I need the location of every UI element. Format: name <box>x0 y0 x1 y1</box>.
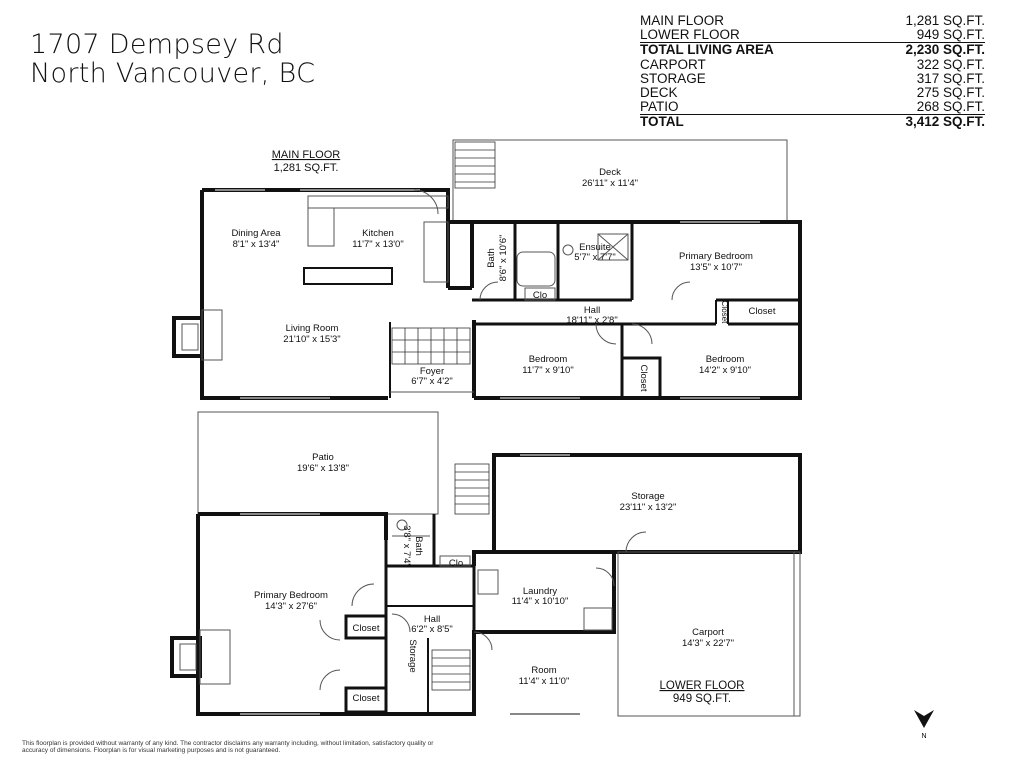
lower-closet-b-label: Closet <box>353 693 380 704</box>
property-address: 1707 Dempsey Rd North Vancouver, BC <box>30 30 315 88</box>
area-value: 2,230 SQ.FT. <box>905 42 985 58</box>
north-arrow-icon <box>914 710 934 728</box>
bedroom-2-label: Bedroom <box>706 354 745 365</box>
area-value: 268 SQ.FT. <box>856 100 985 116</box>
deck-label: Deck <box>599 167 621 178</box>
main-closet-c-label: Closet <box>638 365 649 392</box>
disclaimer: This floorplan is provided without warra… <box>22 740 434 755</box>
room-dims: 11'4" x 11'0" <box>519 676 570 687</box>
lower-hall-label: Hall <box>424 614 440 625</box>
lower-primary-bedroom-dims: 14'3" x 27'6" <box>265 601 317 612</box>
area-label: CARPORT <box>640 56 706 72</box>
area-row: TOTAL 3,412 SQ.FT. <box>640 115 985 130</box>
bedroom-2-dims: 14'2" x 9'10" <box>699 365 751 376</box>
room-label: Room <box>531 665 556 676</box>
area-label: TOTAL LIVING AREA <box>640 42 774 58</box>
dining-dims: 8'1" x 13'4" <box>233 239 280 250</box>
main-stairs <box>391 327 471 365</box>
foyer-label: Foyer <box>420 366 444 377</box>
area-row: MAIN FLOOR 1,281 SQ.FT. <box>640 13 985 28</box>
lower-storage-small-label: Storage <box>407 639 418 672</box>
bedroom-1-dims: 11'7" x 9'10" <box>522 365 573 376</box>
lower-closet-a-label: Closet <box>353 623 380 634</box>
north-label: N <box>921 733 926 740</box>
living-room-label: Living Room <box>286 323 339 334</box>
bedroom-1-label: Bedroom <box>529 354 568 365</box>
area-row: TOTAL LIVING AREA 2,230 SQ.FT. <box>640 43 985 58</box>
storage-dims: 23'11" x 13'2" <box>620 502 677 513</box>
storage-label: Storage <box>631 491 664 502</box>
main-floor-area: 1,281 SQ.FT. <box>274 162 339 174</box>
lower-hall-dims: 6'2" x 8'5" <box>411 624 453 635</box>
main-primary-bedroom-dims: 13'5" x 10'7" <box>690 262 742 273</box>
main-bath-label: Bath <box>486 248 497 268</box>
area-label: LOWER FLOOR <box>640 28 857 44</box>
main-hall-dims: 18'11" x 2'8" <box>566 315 617 326</box>
dining-label: Dining Area <box>231 228 281 239</box>
lower-floor-title: LOWER FLOOR <box>660 680 745 692</box>
area-value: 275 SQ.FT. <box>916 85 985 101</box>
area-value: 317 SQ.FT. <box>916 70 985 86</box>
lower-stairs-hall <box>431 649 471 691</box>
carport-label: Carport <box>692 627 724 638</box>
deck-dims: 26'11" x 11'4" <box>582 178 638 189</box>
area-value: 3,412 SQ.FT. <box>905 114 985 130</box>
area-label: MAIN FLOOR <box>640 13 725 28</box>
laundry-label: Laundry <box>523 586 558 597</box>
patio-label: Patio <box>312 452 334 463</box>
north-arrow: N <box>914 710 934 740</box>
main-closet-b-label: Closet <box>749 306 776 317</box>
main-clo-label: Clo <box>533 290 547 301</box>
main-hall-label: Hall <box>584 305 600 316</box>
foyer-dims: 6'7" x 4'2" <box>411 376 453 387</box>
area-value: 949 SQ.FT. <box>856 28 985 44</box>
main-floor-title: MAIN FLOOR <box>272 149 341 161</box>
ensuite-dims: 5'7" x 7'7" <box>574 252 616 263</box>
kitchen-dims: 11'7" x 13'0" <box>352 239 403 250</box>
area-row: CARPORT 322 SQ.FT. <box>640 56 985 72</box>
patio-dims: 19'6" x 13'8" <box>297 463 349 474</box>
living-room-dims: 21'10" x 15'3" <box>283 334 340 345</box>
area-label: PATIO <box>640 100 857 116</box>
lower-stairs-top <box>454 463 490 515</box>
lower-bath-label: Bath <box>413 536 424 556</box>
lower-bath-dims: 3'8" x 7'4" <box>401 525 412 567</box>
laundry-dims: 11'4" x 10'10" <box>512 596 569 607</box>
lower-floor-plan: Patio 19'6" x 13'8" Storage 23'11" x 13'… <box>170 411 802 717</box>
deck-stairs <box>454 141 496 189</box>
area-row: STORAGE 317 SQ.FT. <box>640 70 985 86</box>
address-line-1: 1707 Dempsey Rd <box>30 29 284 60</box>
carport-outline <box>617 551 801 717</box>
main-bath-dims: 8'6" x 10'6" <box>498 235 509 282</box>
area-label: TOTAL <box>640 114 684 130</box>
ensuite-label: Ensuite <box>579 242 611 253</box>
lower-clo-label: Clo <box>449 558 463 569</box>
area-label: DECK <box>640 85 678 101</box>
lower-primary-bedroom-label: Primary Bedroom <box>254 590 328 601</box>
area-label: STORAGE <box>640 70 706 86</box>
kitchen-counter <box>307 195 449 209</box>
area-value: 1,281 SQ.FT. <box>905 13 985 28</box>
carport-dims: 14'3" x 22'7" <box>682 638 734 649</box>
lower-floor-area: 949 SQ.FT. <box>673 693 731 705</box>
main-closet-a-label: Closet <box>720 301 729 324</box>
main-primary-bedroom-label: Primary Bedroom <box>679 251 753 262</box>
address-line-2: North Vancouver, BC <box>30 58 316 89</box>
main-floor-plan: MAIN FLOOR 1,281 SQ.FT. Deck 26'11" x 11… <box>172 139 802 400</box>
kitchen-label: Kitchen <box>362 228 394 239</box>
area-row: DECK 275 SQ.FT. <box>640 85 985 101</box>
area-value: 322 SQ.FT. <box>916 56 985 72</box>
